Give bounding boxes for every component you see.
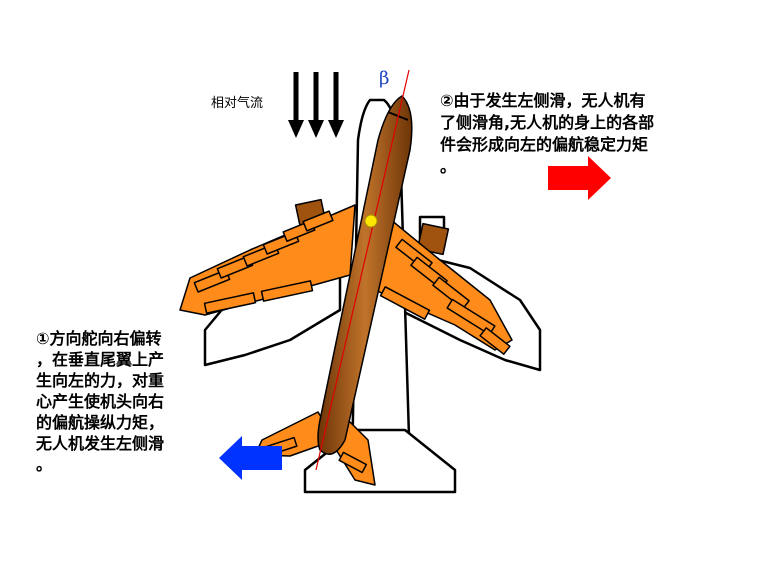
rudder-deflection-note: ①方向舵向右偏转 ，在垂直尾翼上产 生向左的力，对重 心产生使机头向右 的偏航操… [36, 329, 165, 474]
center-of-gravity-point [364, 214, 378, 228]
fuselage [317, 95, 413, 455]
yaw-stability-note: ②由于发生左侧滑，无人机有 了侧滑角,无人机的身上的各部 件会形成向左的偏航稳定… [440, 91, 655, 176]
yaw-stability-arrow [548, 156, 611, 200]
left-wing [179, 204, 356, 316]
rotated-aircraft [179, 95, 513, 486]
airflow-arrows [288, 72, 344, 138]
sideslip-angle-beta-label: β [379, 68, 390, 89]
aircraft-axis-line [315, 69, 410, 471]
relative-airflow-label: 相对气流 [211, 96, 264, 111]
side-force-arrow [219, 436, 282, 480]
